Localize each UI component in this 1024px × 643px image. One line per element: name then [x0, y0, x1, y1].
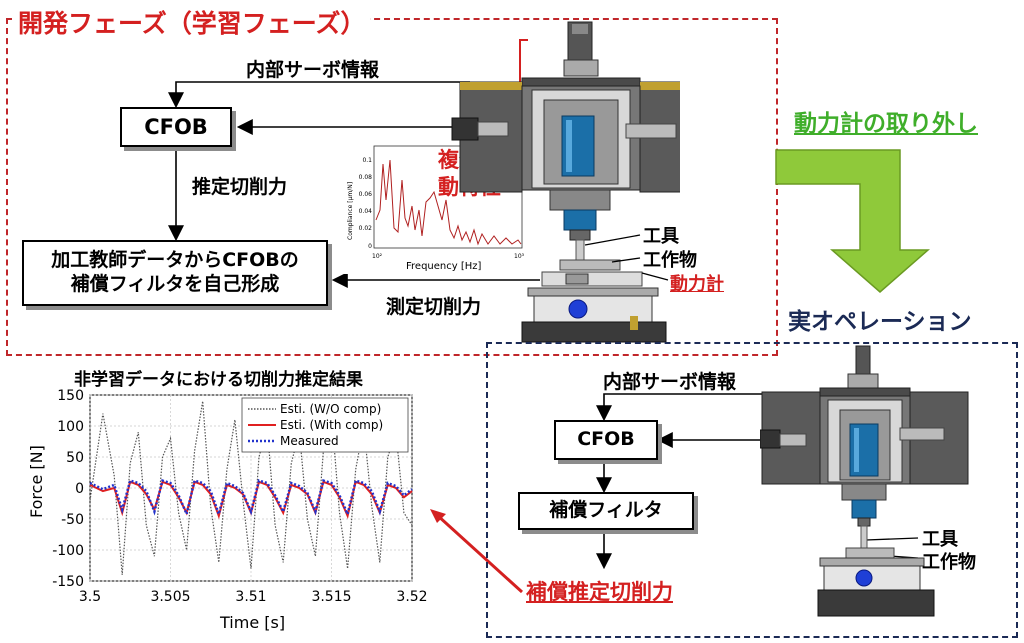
real-cfob-box: CFOB: [554, 420, 658, 460]
real-tool-label: 工具: [922, 529, 958, 550]
real-op-title: 実オペレーション: [788, 309, 972, 335]
dev-workpiece-label: 工作物: [643, 250, 697, 271]
transition-label: 動力計の取り外し: [794, 111, 978, 137]
force-chart-xtick: 3.515: [311, 589, 351, 605]
build-filter-line2: 補償フィルタを自己形成: [70, 273, 280, 295]
dev-measured-force-label: 測定切削力: [386, 296, 482, 318]
compliance-xlabel: Frequency [Hz]: [406, 261, 482, 272]
compliance-ylabel: Compliance [μm/N]: [347, 182, 354, 240]
dev-machine-illustration: [451, 21, 680, 343]
real-comp-filter-box: 補償フィルタ: [518, 492, 694, 530]
force-chart-ytick: 150: [57, 388, 84, 404]
legend-label-with-comp: Esti. (With comp): [280, 418, 383, 432]
transition-arrow: [775, 149, 930, 293]
force-chart-ylabel: Force [N]: [27, 445, 46, 518]
dev-cfob-box: CFOB: [120, 107, 232, 147]
dev-internal-servo-label: 内部サーボ情報: [246, 59, 380, 81]
force-chart-ytick: 0: [75, 481, 84, 497]
dev-dynamometer-label: 動力計: [670, 274, 724, 295]
build-filter-line1: 加工教師データからCFOBの: [51, 249, 299, 272]
legend-label-wo-comp: Esti. (W/O comp): [280, 402, 381, 416]
compliance-xtick-high: 10³: [514, 253, 525, 260]
compliance-ytick: 0: [368, 243, 372, 250]
dev-phase-frame: [6, 18, 778, 356]
compliance-ytick: 0.1: [362, 157, 372, 164]
real-comp-est-force-label: 補償推定切削力: [526, 580, 673, 604]
force-series-measured: [89, 479, 413, 519]
force-chart-ytick: 100: [57, 419, 84, 435]
dev-tool-label: 工具: [643, 226, 679, 247]
force-chart-ytick: -50: [61, 512, 84, 528]
compliance-ytick: 0.06: [359, 191, 373, 198]
compliance-ytick: 0.08: [359, 174, 373, 181]
dev-phase-title: 開発フェーズ（学習フェーズ）: [14, 4, 370, 40]
real-machine-illustration: [760, 345, 969, 617]
force-chart-xtick: 3.51: [235, 589, 266, 605]
real-internal-servo-label: 内部サーボ情報: [603, 371, 737, 393]
force-chart-xtick: 3.52: [396, 589, 427, 605]
real-workpiece-label: 工作物: [922, 552, 976, 573]
force-chart-legend: Esti. (W/O comp) Esti. (With comp) Measu…: [241, 397, 409, 453]
dev-build-filter-box: 加工教師データからCFOBの 補償フィルタを自己形成: [22, 240, 328, 306]
force-chart-ytick: -100: [52, 543, 84, 559]
force-chart-xtick: 3.5: [79, 589, 101, 605]
force-chart-xtick: 3.505: [150, 589, 190, 605]
real-op-frame: [486, 342, 1018, 638]
force-chart-xlabel: Time [s]: [219, 613, 285, 632]
legend-label-measured: Measured: [280, 434, 339, 448]
force-chart-ytick: -150: [52, 574, 84, 590]
compliance-ytick: 0.02: [359, 225, 373, 232]
force-chart-ytick: 50: [66, 450, 84, 466]
compliance-curve: [375, 159, 522, 246]
dev-estimated-force-label: 推定切削力: [192, 176, 288, 198]
force-chart-title: 非学習データにおける切削力推定結果: [74, 370, 363, 390]
compliance-ytick: 0.04: [359, 208, 373, 215]
compliance-xtick-low: 10²: [372, 253, 383, 260]
